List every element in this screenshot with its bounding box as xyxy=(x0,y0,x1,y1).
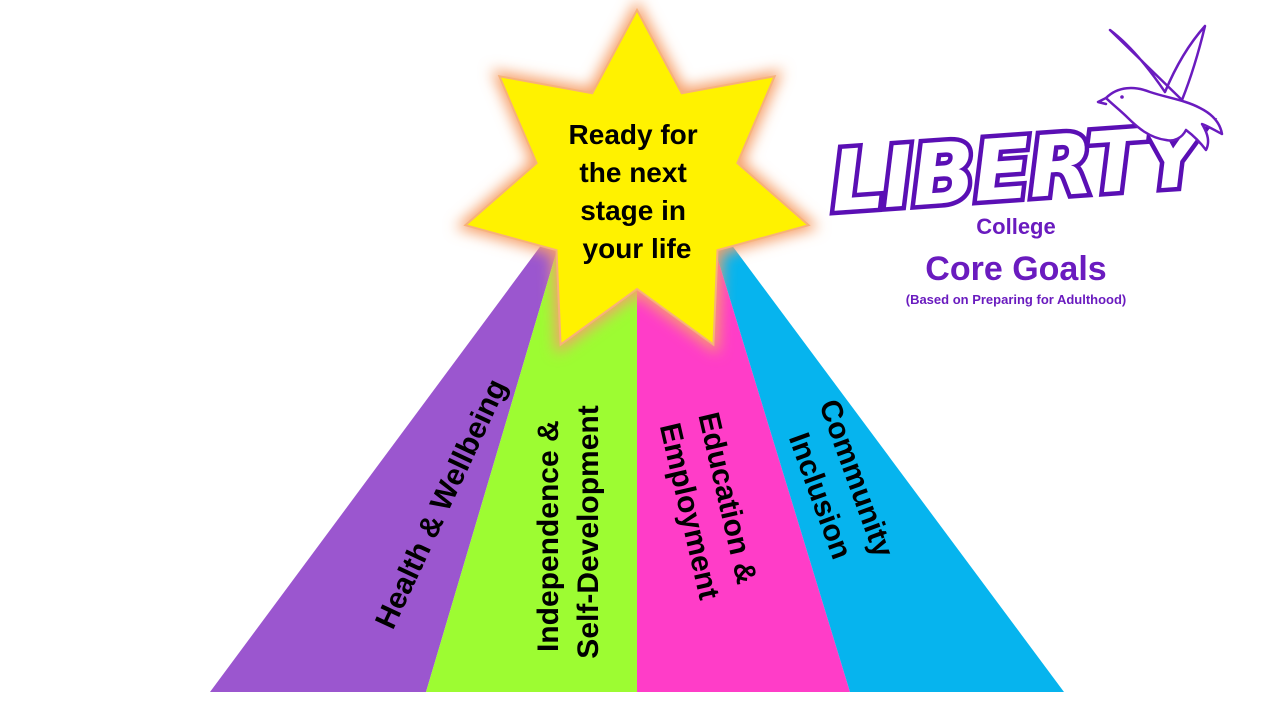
logo-college: College xyxy=(976,214,1055,239)
logo-core-goals: Core Goals xyxy=(925,250,1106,288)
label-independence-self-development: Independence & Self-Development xyxy=(532,405,605,658)
logo-subtitle: (Based on Preparing for Adulthood) xyxy=(906,292,1127,307)
segment-independence-self-development xyxy=(426,240,637,692)
liberty-logo: LIBERTY College Core Goals (Based on Pre… xyxy=(823,24,1224,307)
star-shape xyxy=(463,7,811,347)
segment-community-inclusion xyxy=(712,240,1064,692)
dove-icon xyxy=(1096,24,1224,152)
segment-education-employment xyxy=(637,240,850,692)
star-caption: Ready for the next stage in your life xyxy=(569,119,706,264)
segment-health-wellbeing xyxy=(210,240,560,692)
